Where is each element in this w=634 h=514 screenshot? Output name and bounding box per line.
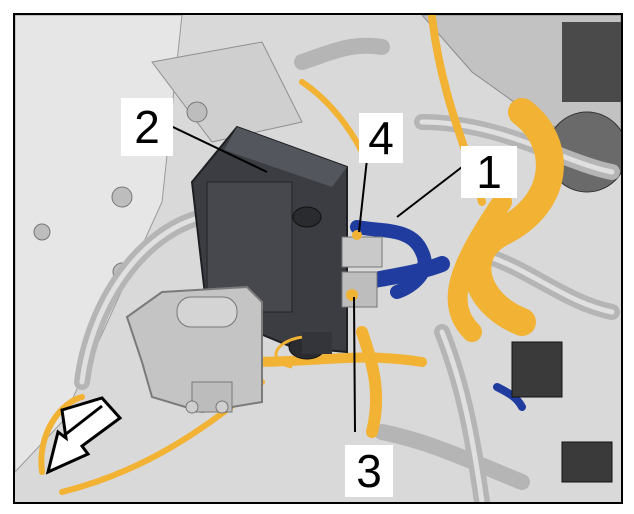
leader-lines — [151, 116, 463, 433]
diagram-frame: 2 4 1 3 — [13, 13, 623, 504]
callout-2: 2 — [121, 98, 173, 156]
engine-bay-illustration — [15, 15, 621, 502]
callout-4: 4 — [359, 113, 403, 163]
callout-1: 1 — [461, 146, 517, 198]
callout-3: 3 — [345, 445, 393, 497]
arrow-down-left-icon — [45, 396, 123, 475]
